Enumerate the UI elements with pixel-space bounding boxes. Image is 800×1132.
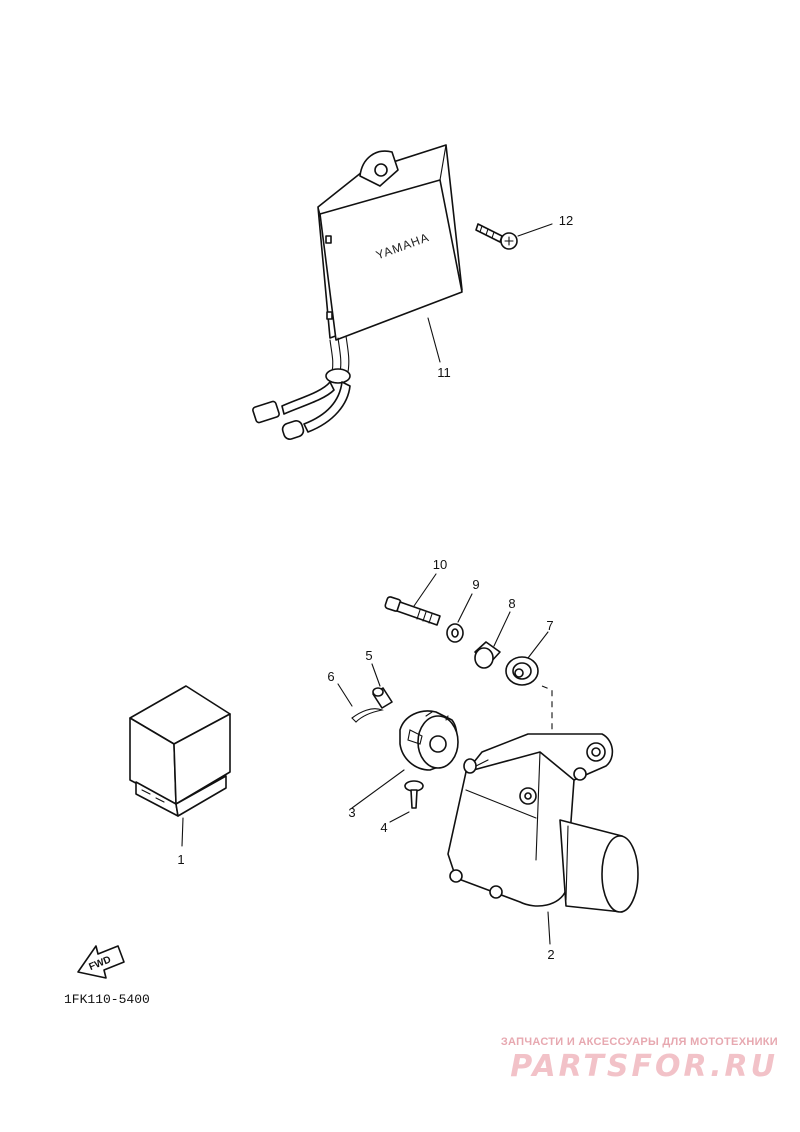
connector-icon xyxy=(281,420,305,440)
callout-labels: 1 2 3 4 5 6 7 8 9 10 11 12 xyxy=(177,213,573,962)
part-8-collar xyxy=(474,611,511,669)
part-10-bolt xyxy=(384,573,441,626)
callout-4: 4 xyxy=(380,820,387,835)
part-5-pin xyxy=(371,663,393,709)
part-6-clip xyxy=(337,683,384,723)
callout-2: 2 xyxy=(547,947,554,962)
callout-9: 9 xyxy=(472,577,479,592)
part-12-screw xyxy=(475,223,553,250)
part-1-relay xyxy=(129,685,231,847)
part-4-screw xyxy=(389,780,424,823)
callout-12: 12 xyxy=(559,213,573,228)
callout-5: 5 xyxy=(365,648,372,663)
callout-6: 6 xyxy=(327,669,334,684)
connector-icon xyxy=(252,400,280,424)
part-11-cdi-unit: YAMAHA xyxy=(252,144,463,440)
callout-1: 1 xyxy=(177,852,184,867)
fwd-arrow-icon: FWD xyxy=(77,945,125,979)
callout-3: 3 xyxy=(348,805,355,820)
part-3-rotor xyxy=(351,710,459,809)
diagram-code: 1FK110-5400 xyxy=(64,992,150,1007)
callout-8: 8 xyxy=(508,596,515,611)
callout-10: 10 xyxy=(433,557,447,572)
callout-7: 7 xyxy=(546,618,553,633)
callout-11: 11 xyxy=(437,365,451,380)
part-2-pickup-assembly xyxy=(447,733,639,945)
part-7-grommet xyxy=(505,631,567,745)
part-9-washer xyxy=(446,593,473,643)
